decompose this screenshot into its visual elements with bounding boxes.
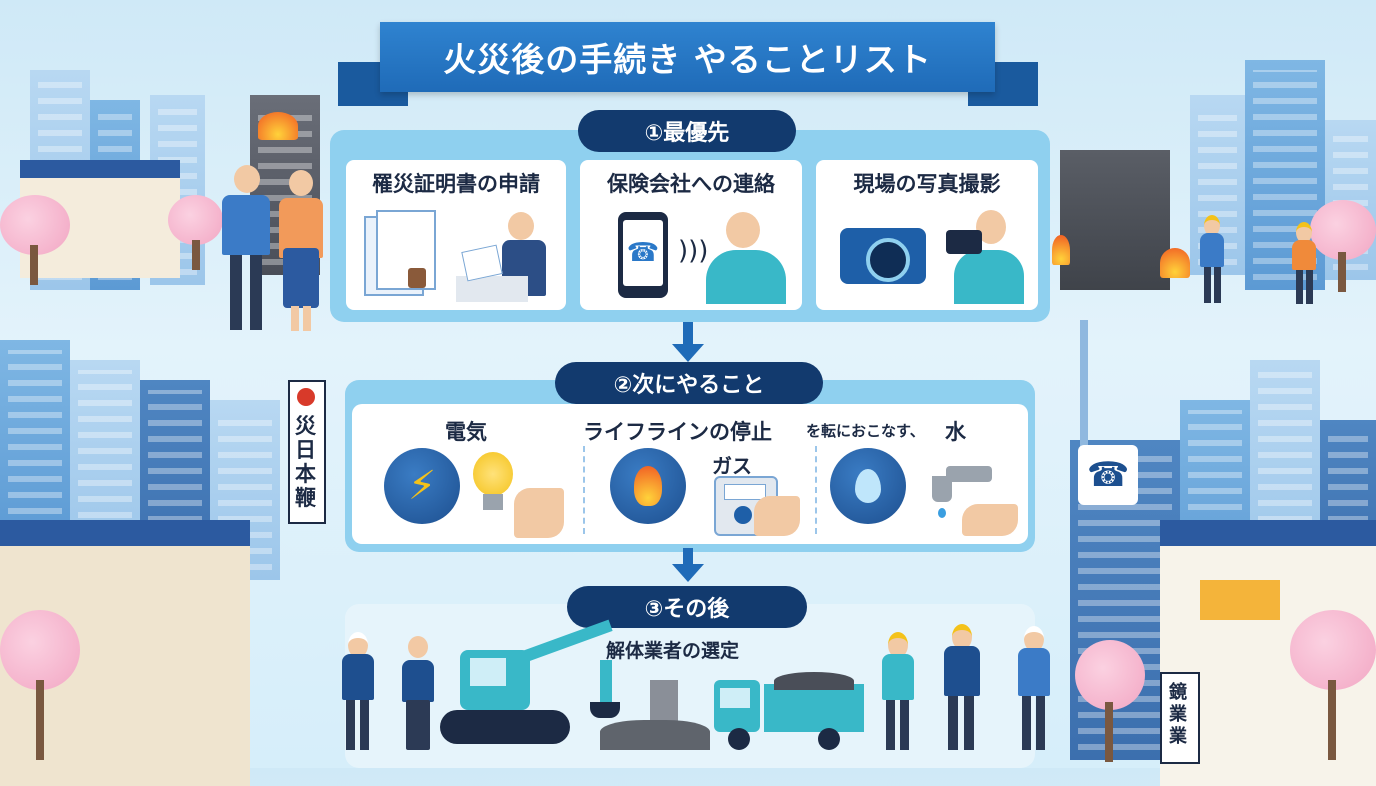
- label-water: 水: [945, 420, 966, 444]
- label-note: を転におこなす、: [806, 422, 925, 440]
- label-electric: 電気: [445, 420, 487, 444]
- photographer-person: [940, 210, 1030, 304]
- step1-card-disaster-certificate: 罹災証明書の申請: [346, 160, 566, 310]
- worker: [1290, 222, 1320, 306]
- fire-icon: [1052, 235, 1070, 265]
- step1-label: ①最優先: [578, 110, 796, 152]
- card-title: 保険会社への連絡: [607, 172, 775, 196]
- sound-waves-icon: ))): [678, 236, 709, 266]
- arrow-stem: [683, 322, 693, 346]
- arrow-stem: [683, 548, 693, 566]
- engineer: [1014, 626, 1054, 752]
- document-stamp-icon: [364, 210, 436, 296]
- divider: [815, 446, 817, 534]
- step1-card-insurance: 保険会社への連絡 ☎ ))): [580, 160, 802, 310]
- engineer: [878, 632, 918, 752]
- card-title: 現場の写真撮影: [853, 172, 1001, 196]
- card-title: 罹災証明書の申請: [372, 172, 540, 196]
- dump-truck-icon: [714, 670, 864, 750]
- divider: [583, 446, 585, 534]
- rubble: [600, 680, 710, 750]
- right-sign: 鏡業業: [1160, 672, 1200, 764]
- label-gas: ガス: [712, 454, 752, 478]
- phone-sign-icon: ☎: [1078, 445, 1138, 505]
- person-man: [220, 165, 272, 335]
- step2-label: ②次にやること: [555, 362, 823, 404]
- clerk-person: [456, 212, 556, 304]
- person-woman: [275, 170, 327, 335]
- light-bulb-icon: [473, 452, 513, 522]
- water-drop-icon: [830, 448, 906, 524]
- left-sign: 災日本鞭: [288, 380, 326, 524]
- right-sign-text: 鏡業業: [1169, 682, 1187, 747]
- worker-left: [338, 632, 378, 752]
- step1-card-photo: 現場の写真撮影: [816, 160, 1038, 310]
- step2-panel: [352, 404, 1028, 544]
- label-contractor-selection: 解体業者の選定: [606, 640, 740, 662]
- fire-icon: [258, 112, 298, 140]
- flame-icon: [610, 448, 686, 524]
- hand-switch-icon: [514, 488, 564, 538]
- worker: [1198, 215, 1228, 305]
- left-sign-text: 災日本鞭: [295, 414, 316, 510]
- step3-label: ③その後: [567, 586, 807, 628]
- red-seal-icon: [297, 388, 315, 406]
- phone-call-icon: ☎: [618, 212, 668, 298]
- camera-icon: [840, 228, 926, 284]
- excavator-icon: [440, 619, 640, 750]
- engineer: [940, 624, 984, 752]
- faucet-icon: [926, 458, 994, 518]
- label-lifeline-stop: ライフラインの停止: [583, 420, 772, 444]
- down-arrow-icon: [672, 564, 704, 582]
- down-arrow-icon: [672, 344, 704, 362]
- lightning-icon: ⚡: [384, 448, 460, 524]
- page-title: 火災後の手続き やることリスト: [380, 22, 995, 92]
- fire-icon: [1160, 248, 1190, 278]
- caller-person: [698, 212, 794, 304]
- hand-icon: [962, 504, 1018, 536]
- staff-woman: [398, 636, 438, 752]
- hand-valve-icon: [754, 496, 800, 536]
